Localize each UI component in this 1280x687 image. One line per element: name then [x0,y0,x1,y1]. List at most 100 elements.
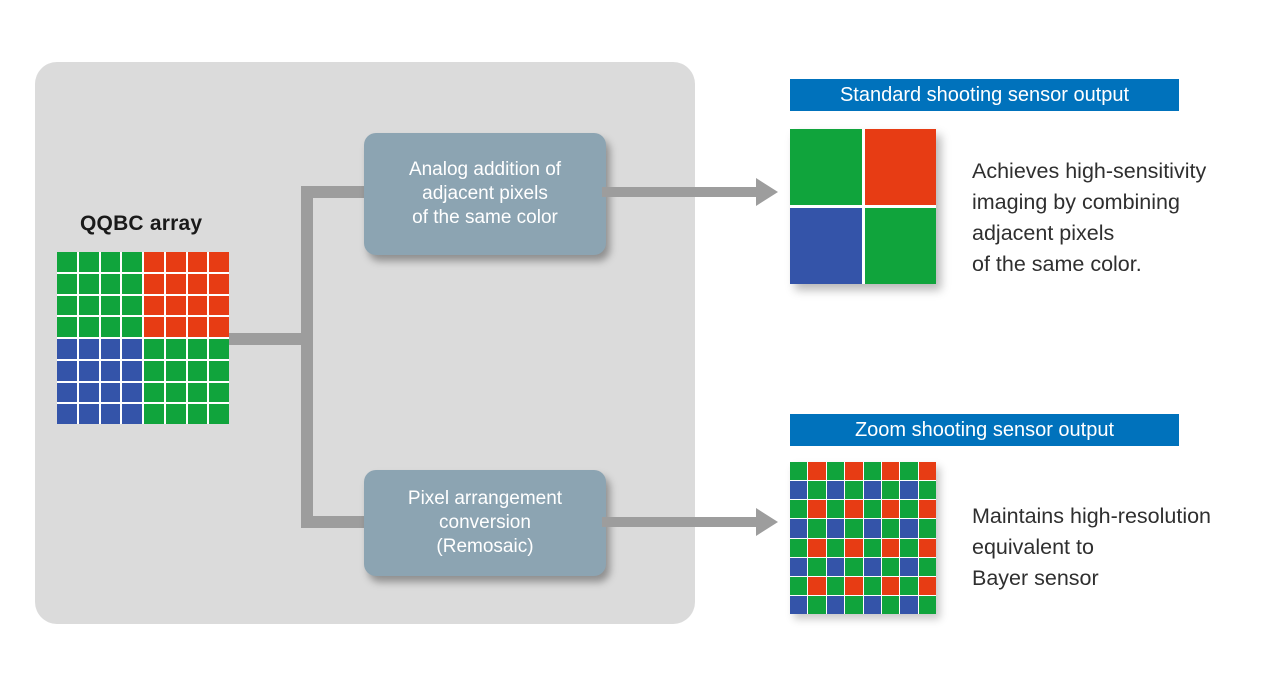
process-box-remosaic: Pixel arrangement conversion (Remosaic) [364,470,606,576]
pixel-cell [918,500,936,519]
pixel-cell [900,538,918,557]
pixel-cell [144,360,164,381]
pixel-cell [57,404,77,424]
pixel-cell [790,538,808,557]
pixel-cell [900,519,918,538]
pixel-cell [881,481,900,500]
pixel-cell [845,538,863,557]
pixel-cell [122,404,142,424]
pixel-cell [122,317,142,337]
pixel-cell [845,595,863,614]
pixel-cell [918,576,936,595]
pixel-cell [790,462,808,481]
pixel-cell [881,500,900,519]
pixel-cell [808,576,826,595]
pixel-cell [864,129,936,205]
pixel-cell [209,252,229,272]
pixel-cell [845,462,863,481]
pixel-cell [165,339,186,359]
pixel-cell [790,519,808,538]
pixel-cell [900,500,918,519]
pixel-cell [57,339,77,359]
pixel-cell [808,538,826,557]
pixel-cell [78,339,99,359]
pixel-cell [826,462,845,481]
pixel-cell [900,595,918,614]
pixel-cell [918,462,936,481]
pixel-cell [187,360,208,381]
pixel-cell [165,382,186,403]
pixel-cell [165,360,186,381]
process-box-remosaic-label: Pixel arrangement conversion (Remosaic) [407,488,563,557]
pixel-cell [57,317,77,337]
pixel-cell [209,295,229,316]
pixel-cell [57,273,77,294]
pixel-cell [187,382,208,403]
pixel-cell [122,382,142,403]
pixel-cell [845,576,863,595]
pixel-cell [187,317,208,337]
pixel-cell [826,538,845,557]
pixel-cell [144,252,164,272]
pixel-cell [845,557,863,576]
pixel-cell [808,481,826,500]
connector-top-branch [301,186,376,198]
arrow-head-icon [756,508,778,536]
pixel-cell [881,519,900,538]
pixel-cell [900,576,918,595]
arrow-shaft [602,187,756,197]
pixel-cell [863,481,881,500]
pixel-cell [209,317,229,337]
arrow-head-icon [756,178,778,206]
connector-stub [229,333,313,345]
pixel-cell [826,519,845,538]
zoom-output-banner-label: Zoom shooting sensor output [854,418,1115,441]
pixel-cell [863,500,881,519]
pixel-cell [187,273,208,294]
pixel-cell [863,595,881,614]
pixel-cell [100,339,121,359]
pixel-cell [78,360,99,381]
pixel-cell [790,500,808,519]
pixel-cell [57,252,77,272]
pixel-cell [78,382,99,403]
standard-output-banner-label: Standard shooting sensor output [839,83,1130,106]
pixel-cell [209,360,229,381]
pixel-cell [863,557,881,576]
pixel-cell [144,295,164,316]
pixel-cell [78,317,99,337]
pixel-cell [826,481,845,500]
pixel-cell [122,295,142,316]
pixel-cell [78,252,99,272]
pixel-cell [863,462,881,481]
arrow-shaft [602,517,756,527]
pixel-cell [808,557,826,576]
pixel-cell [209,404,229,424]
pixel-cell [100,382,121,403]
pixel-cell [864,208,936,284]
pixel-cell [826,500,845,519]
pixel-cell [165,317,186,337]
pixel-cell [78,295,99,316]
pixel-cell [808,595,826,614]
pixel-cell [900,481,918,500]
pixel-cell [209,382,229,403]
pixel-cell [881,576,900,595]
process-box-analog-addition: Analog addition of adjacent pixels of th… [364,133,606,255]
pixel-cell [808,462,826,481]
pixel-cell [826,576,845,595]
pixel-cell [100,252,121,272]
pixel-cell [122,339,142,359]
pixel-cell [790,481,808,500]
pixel-cell [165,404,186,424]
pixel-cell [187,339,208,359]
pixel-cell [918,538,936,557]
pixel-cell [144,339,164,359]
pixel-cell [808,500,826,519]
pixel-cell [826,557,845,576]
pixel-cell [790,208,862,284]
pixel-cell [100,317,121,337]
pixel-cell [808,519,826,538]
pixel-cell [881,595,900,614]
